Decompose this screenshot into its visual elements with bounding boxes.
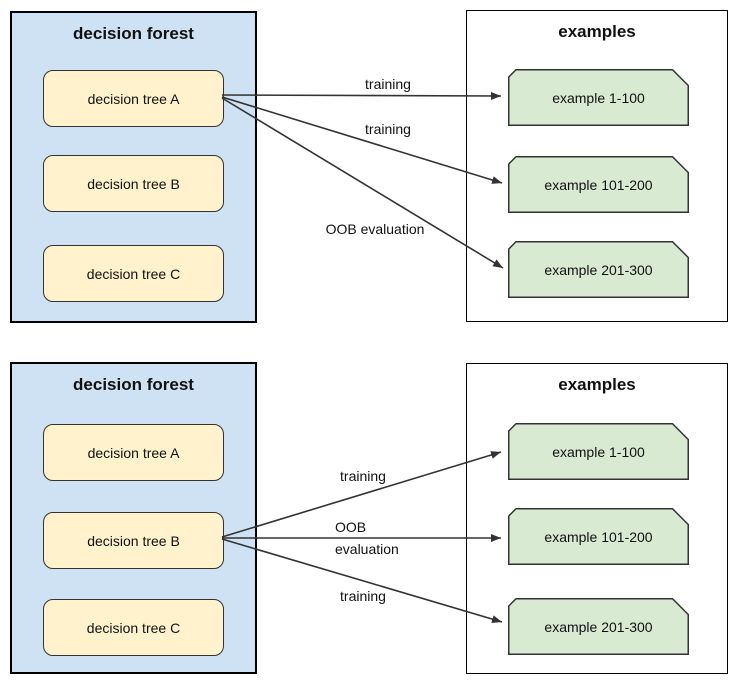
decision-tree-a-node: decision tree A bbox=[43, 424, 224, 481]
arrow-label-training: training bbox=[365, 76, 411, 92]
example-201-300-label: example 201-300 bbox=[544, 261, 653, 278]
arrow-treeA-training-1 bbox=[221, 91, 502, 100]
decision-tree-c-node: decision tree C bbox=[43, 245, 224, 302]
example-101-200-node: example 101-200 bbox=[508, 156, 689, 213]
arrow-label-oob-evaluation: OOB evaluation bbox=[335, 519, 399, 557]
decision-tree-b-label: decision tree B bbox=[87, 175, 180, 192]
example-101-200-node: example 101-200 bbox=[508, 508, 689, 565]
example-card-shape bbox=[508, 241, 689, 298]
decision-forest-box-bottom: decision forest decision tree A decision… bbox=[10, 362, 257, 674]
decision-tree-c-node: decision tree C bbox=[43, 599, 224, 656]
example-201-300-label: example 201-300 bbox=[544, 618, 653, 635]
example-1-100-node: example 1-100 bbox=[508, 69, 689, 126]
example-1-100-label: example 1-100 bbox=[552, 443, 645, 460]
example-card-shape bbox=[508, 156, 689, 213]
decision-tree-a-node: decision tree A bbox=[43, 70, 224, 127]
arrow-treeA-oob-eval bbox=[221, 97, 504, 269]
decision-forest-title: decision forest bbox=[73, 375, 194, 394]
examples-title: examples bbox=[558, 22, 636, 41]
decision-forest-title: decision forest bbox=[73, 24, 194, 43]
example-1-100-node: example 1-100 bbox=[508, 423, 689, 480]
examples-box-top: examples example 1-100 example 101-200 e… bbox=[466, 10, 728, 322]
arrow-treeA-training-2 bbox=[221, 96, 503, 184]
example-101-200-label: example 101-200 bbox=[544, 176, 653, 193]
example-card-shape bbox=[508, 69, 689, 126]
arrow-treeB-training-2 bbox=[221, 538, 503, 623]
example-101-200-label: example 101-200 bbox=[544, 528, 653, 545]
arrow-treeB-training-1 bbox=[221, 451, 502, 538]
decision-forest-box-top: decision forest decision tree A decision… bbox=[10, 11, 257, 323]
decision-tree-a-label: decision tree A bbox=[87, 90, 180, 107]
decision-tree-b-node: decision tree B bbox=[43, 512, 224, 569]
example-201-300-node: example 201-300 bbox=[508, 598, 689, 655]
decision-tree-b-node: decision tree B bbox=[43, 155, 224, 212]
example-card-shape bbox=[508, 598, 689, 655]
examples-box-bottom: examples example 1-100 example 101-200 e… bbox=[466, 363, 728, 674]
decision-tree-b-label: decision tree B bbox=[87, 532, 180, 549]
examples-title: examples bbox=[558, 375, 636, 394]
decision-tree-a-label: decision tree A bbox=[87, 444, 180, 461]
arrow-label-training: training bbox=[340, 588, 386, 604]
arrow-label-training: training bbox=[340, 468, 386, 484]
arrow-label-oob-evaluation: OOB evaluation bbox=[325, 221, 425, 237]
example-201-300-node: example 201-300 bbox=[508, 241, 689, 298]
example-1-100-label: example 1-100 bbox=[552, 89, 645, 106]
decision-tree-c-label: decision tree C bbox=[86, 265, 181, 282]
arrow-label-training: training bbox=[365, 121, 411, 137]
example-card-shape bbox=[508, 423, 689, 480]
decision-tree-c-label: decision tree C bbox=[86, 619, 181, 636]
example-card-shape bbox=[508, 508, 689, 565]
